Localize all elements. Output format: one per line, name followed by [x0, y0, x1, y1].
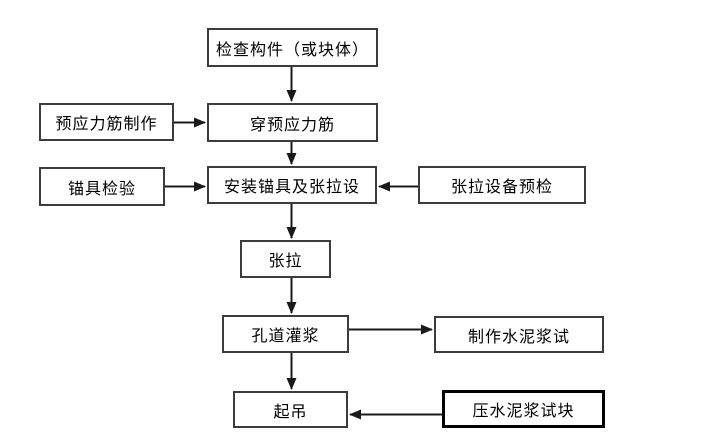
node-press-cement-grout-block: 压水泥浆试块: [442, 390, 605, 428]
node-thread-tendon-label: 穿预应力筋: [249, 116, 335, 134]
node-install-anchor-tension-label: 安装锚具及张拉设: [223, 179, 360, 196]
node-lifting: 起吊: [233, 391, 348, 428]
node-tendon-fabrication-label: 预应力筋制作: [55, 116, 158, 133]
node-tensioning: 张拉: [240, 240, 331, 278]
node-check-component: 检查构件（或块体）: [207, 28, 378, 67]
node-duct-grouting: 孔道灌浆: [222, 315, 349, 353]
node-lifting-label: 起吊: [273, 403, 308, 421]
node-press-cement-grout-block-label: 压水泥浆试块: [472, 403, 575, 420]
node-check-component-label: 检查构件（或块体）: [215, 41, 369, 59]
node-duct-grouting-label: 孔道灌浆: [251, 328, 320, 345]
node-make-cement-grout-test-label: 制作水泥浆试: [467, 328, 570, 346]
node-tensioning-label: 张拉: [268, 253, 303, 270]
node-tension-equipment-precheck-label: 张拉设备预检: [450, 179, 553, 196]
node-tension-equipment-precheck: 张拉设备预检: [418, 166, 586, 204]
node-thread-tendon: 穿预应力筋: [207, 103, 378, 142]
node-anchor-inspection-label: 锚具检验: [67, 180, 136, 198]
node-make-cement-grout-test: 制作水泥浆试: [434, 316, 604, 353]
node-install-anchor-tension: 安装锚具及张拉设: [207, 166, 377, 204]
node-anchor-inspection: 锚具检验: [39, 167, 165, 206]
node-tendon-fabrication: 预应力筋制作: [39, 103, 174, 141]
